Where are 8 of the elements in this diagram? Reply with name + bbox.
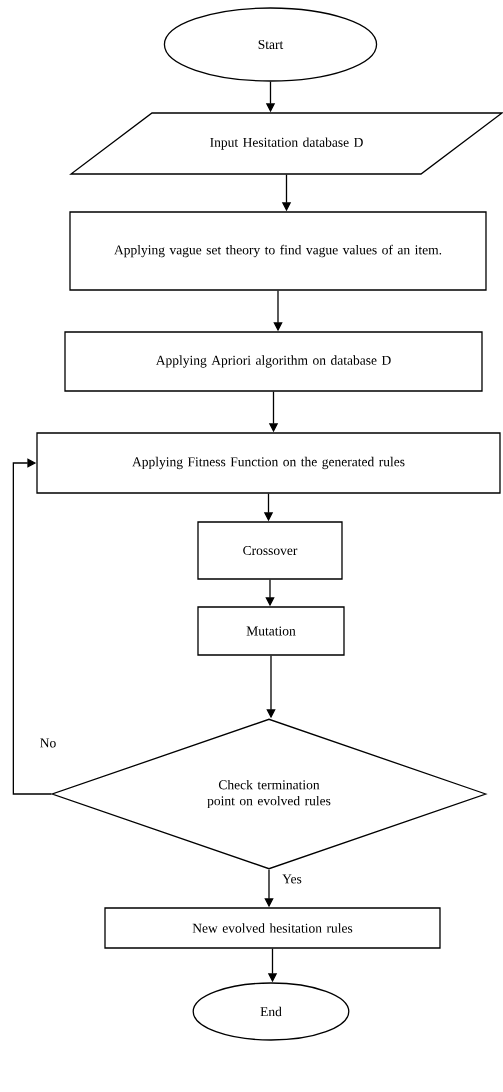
process-box: New evolved hesitation rules: [104, 907, 441, 949]
process-box: Crossover: [197, 521, 343, 580]
process-box: Applying vague set theory to find vague values of an item.: [69, 211, 487, 291]
process-box: Mutation: [197, 606, 345, 656]
edge-label: Yes: [281, 873, 303, 885]
process-box: Applying Apriori algorithm on database D: [64, 331, 483, 392]
process-box: Applying Fitness Function on the generated rules: [36, 432, 501, 494]
arrow: [12, 458, 52, 795]
